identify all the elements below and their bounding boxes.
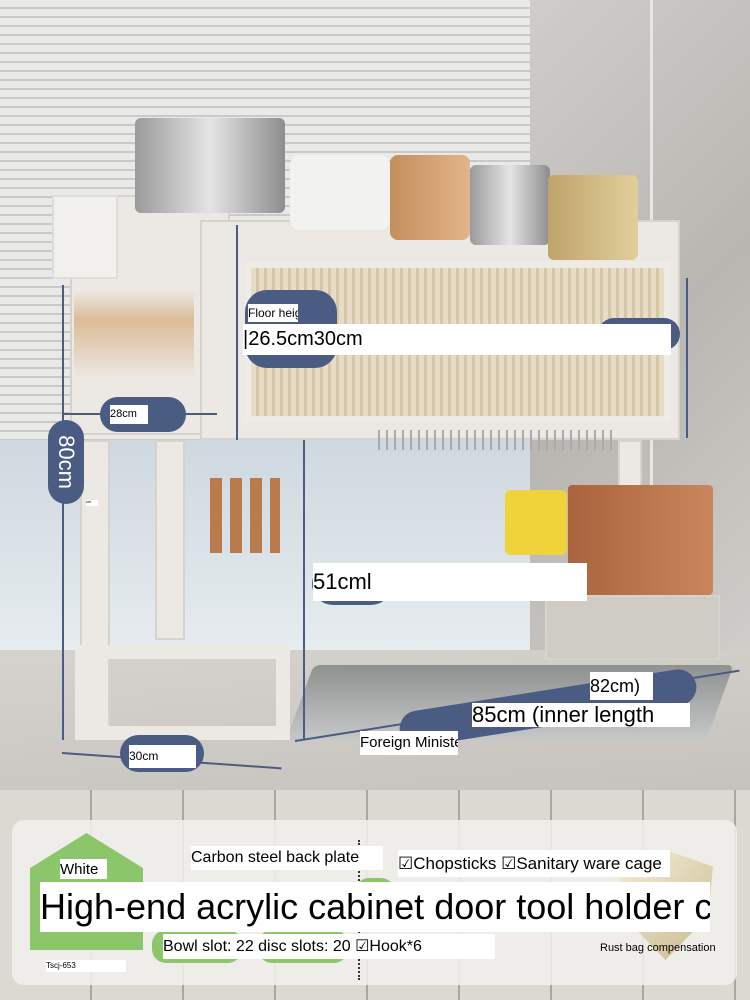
clearance-label: 51cml <box>313 563 587 601</box>
accessories-label: ☑Chopsticks ☑Sanitary ware cage <box>398 850 670 877</box>
rust-label: Rust bag compensation <box>600 942 716 954</box>
total-height-wrap: 80cm <box>48 420 84 504</box>
foreign-minister-label: Foreign Minister <box>360 731 458 755</box>
model-label: Tscj-653 <box>46 960 126 972</box>
slots-label: Bowl slot: 22 disc slots: 20 ☑Hook*6 <box>163 934 495 959</box>
tiny-mark: cm <box>86 500 98 506</box>
floor-height-label: Floor height <box>248 304 298 322</box>
rack-leg <box>155 440 185 640</box>
total-height-pill <box>48 420 84 504</box>
shelf-heights-label: |26.5cm30cm <box>243 324 671 355</box>
rack-base <box>75 645 290 740</box>
back-plate-label: Carbon steel back plate <box>191 846 383 870</box>
height-arrow <box>236 225 238 440</box>
right-base <box>545 595 720 660</box>
height-arrow <box>686 278 688 438</box>
total-height-label: 80cm <box>54 435 80 489</box>
drip-basket <box>378 430 618 450</box>
spice-jars <box>548 175 638 260</box>
total-height-arrow <box>62 285 64 740</box>
product-title: High-end acrylic cabinet door tool holde… <box>40 882 710 932</box>
outer-length-label: 82cm) <box>590 672 653 700</box>
inner-length-label: 85cm (inner length <box>472 703 690 727</box>
stock-pot <box>135 118 285 213</box>
wooden-utensils <box>74 230 194 380</box>
side-width-label: 28cm <box>110 405 148 424</box>
rice-cooker <box>290 155 390 230</box>
pot <box>390 155 470 240</box>
pot <box>470 165 550 245</box>
depth-label: 30cm <box>129 745 196 768</box>
knife-set <box>210 478 280 553</box>
color-label: White <box>60 859 107 879</box>
cutting-board <box>568 485 713 595</box>
clearance-arrow <box>303 440 305 740</box>
detergent-bottle <box>505 490 567 555</box>
